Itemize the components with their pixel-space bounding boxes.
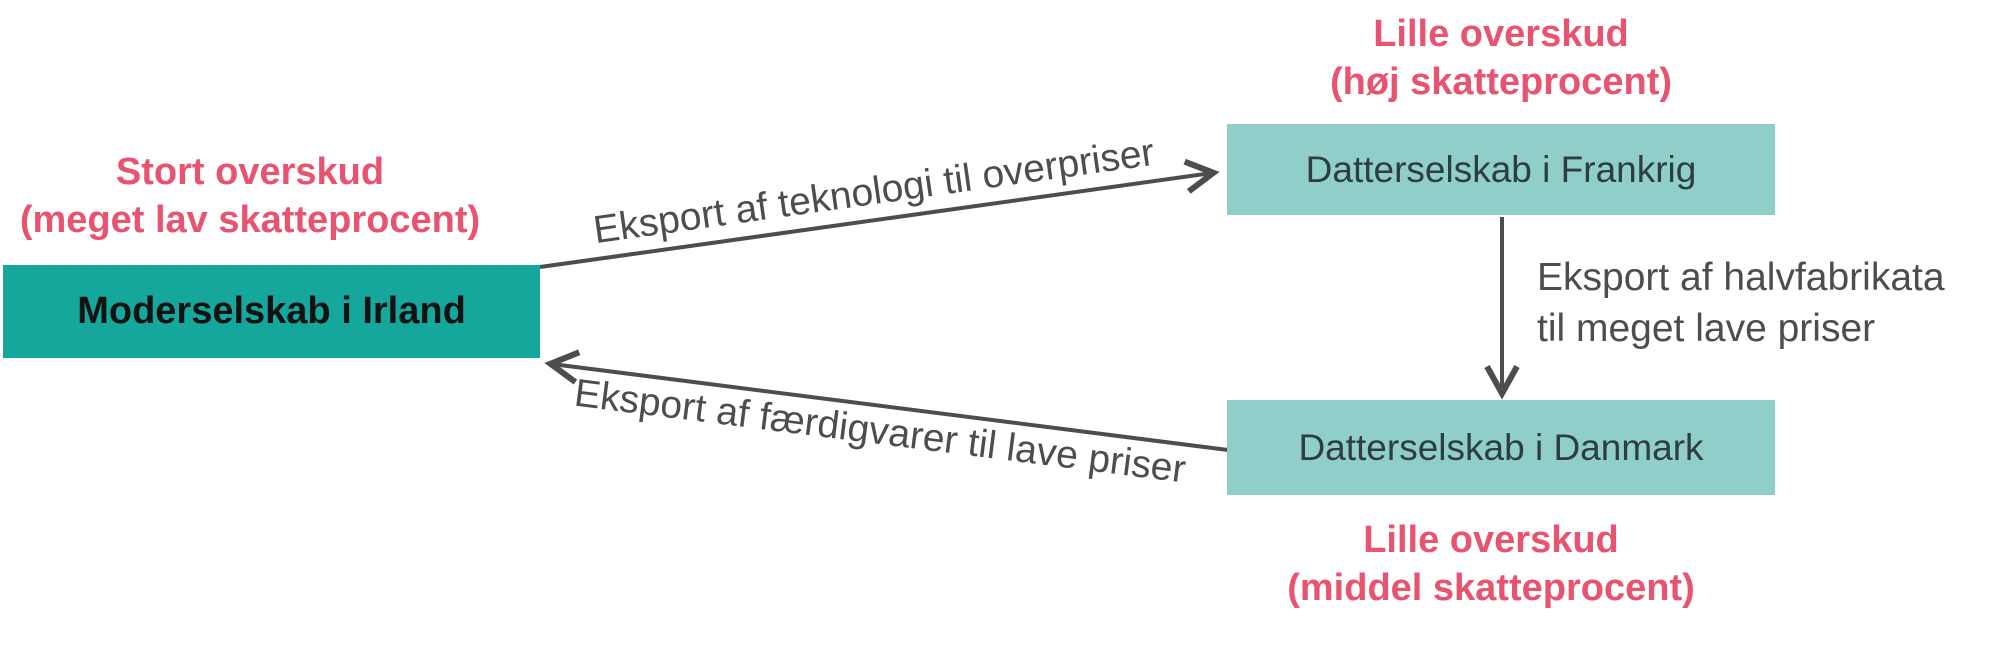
annotation-ireland-profit: Stort overskud (meget lav skatteprocent) xyxy=(0,148,500,244)
annotation-denmark-profit: Lille overskud (middel skatteprocent) xyxy=(1207,516,1775,612)
node-moderselskab-irland: Moderselskab i Irland xyxy=(3,265,540,358)
edge-label-france-to-denmark: Eksport af halvfabrikata til meget lave … xyxy=(1537,252,1945,354)
annotation-france-profit-line2: (høj skatteprocent) xyxy=(1329,61,1673,103)
annotation-ireland-profit-line2: (meget lav skatteprocent) xyxy=(19,199,481,241)
annotation-france-profit-line1: Lille overskud xyxy=(1373,13,1629,55)
edge-label-denmark-to-ireland: Eksport af færdigvarer til lave priser xyxy=(572,371,1189,492)
edge-label-france-to-denmark-line2: til meget lave priser xyxy=(1537,307,1876,350)
node-datterselskab-frankrig-label: Datterselskab i Frankrig xyxy=(1305,148,1697,190)
annotation-denmark-profit-line2: (middel skatteprocent) xyxy=(1287,567,1695,609)
annotation-ireland-profit-line1: Stort overskud xyxy=(115,151,385,193)
edge-label-france-to-denmark-line1: Eksport af halvfabrikata xyxy=(1537,256,1945,299)
node-datterselskab-frankrig: Datterselskab i Frankrig xyxy=(1227,124,1775,215)
node-datterselskab-danmark-label: Datterselskab i Danmark xyxy=(1298,426,1704,468)
annotation-denmark-profit-line1: Lille overskud xyxy=(1363,519,1619,561)
edge-label-ireland-to-france: Eksport af teknologi til overpriser xyxy=(590,130,1158,253)
annotation-france-profit: Lille overskud (høj skatteprocent) xyxy=(1217,10,1785,106)
node-datterselskab-danmark: Datterselskab i Danmark xyxy=(1227,400,1775,495)
node-moderselskab-irland-label: Moderselskab i Irland xyxy=(77,290,466,332)
